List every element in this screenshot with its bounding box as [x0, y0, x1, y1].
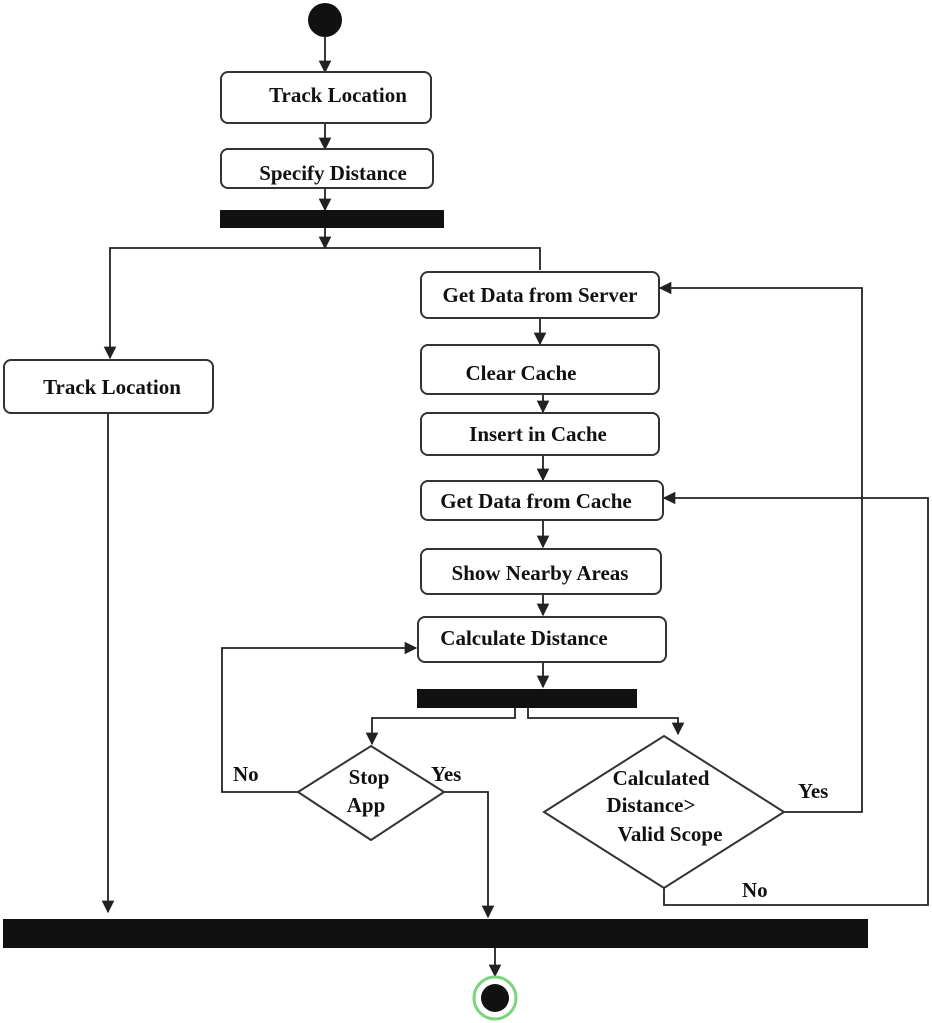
label-stop-yes: Yes	[431, 762, 461, 786]
edge-scope-no-loop	[662, 491, 929, 906]
edge-fork-to-track-side	[103, 247, 541, 360]
decision-valid-scope: Calculated Distance> Valid Scope	[542, 734, 786, 890]
final-node	[472, 975, 518, 1021]
action-track-location-side: Track Location	[3, 359, 214, 414]
label-get-data-server: Get Data from Server	[443, 283, 638, 307]
fork-bar-middle	[417, 689, 637, 708]
label-scope-yes: Yes	[798, 779, 828, 803]
label-stop-no: No	[233, 762, 259, 786]
label-scope-no: No	[742, 878, 768, 902]
join-bar-bottom	[3, 919, 868, 948]
action-specify-distance: Specify Distance	[220, 148, 434, 189]
edge-fork-to-stop	[365, 708, 516, 746]
decision-stop-app: Stop App	[296, 744, 446, 842]
initial-node	[308, 3, 342, 37]
label-valid-scope-line-1: Calculated	[613, 766, 710, 790]
label-get-data-cache: Get Data from Cache	[440, 489, 631, 513]
edge-fork-to-scope	[527, 708, 685, 736]
action-show-nearby: Show Nearby Areas	[420, 548, 662, 595]
label-show-nearby: Show Nearby Areas	[452, 561, 629, 585]
label-stop-app-line-1: Stop	[349, 765, 390, 789]
label-clear-cache: Clear Cache	[466, 361, 577, 385]
label-track-location-side: Track Location	[43, 375, 181, 399]
action-insert-cache: Insert in Cache	[420, 412, 660, 456]
edge-stop-yes-to-join	[444, 791, 495, 919]
edge-scope-yes-loop	[658, 281, 863, 813]
edges	[101, 37, 929, 978]
label-insert-cache: Insert in Cache	[469, 422, 607, 446]
action-track-location-top: Track Location	[220, 71, 432, 124]
label-specify-distance: Specify Distance	[259, 161, 407, 185]
label-stop-app-line-2: App	[347, 793, 386, 817]
action-get-data-server: Get Data from Server	[420, 271, 660, 319]
action-calculate-distance: Calculate Distance	[417, 616, 667, 663]
label-calculate-distance: Calculate Distance	[440, 626, 607, 650]
action-get-data-cache: Get Data from Cache	[420, 480, 664, 521]
edge-stop-no-loop	[221, 641, 418, 793]
label-valid-scope-line-2: Distance>	[607, 793, 696, 817]
fork-bar-top	[220, 210, 444, 228]
label-track-location-top: Track Location	[269, 83, 407, 107]
action-clear-cache: Clear Cache	[420, 344, 660, 395]
label-valid-scope-line-3: Valid Scope	[618, 822, 723, 846]
